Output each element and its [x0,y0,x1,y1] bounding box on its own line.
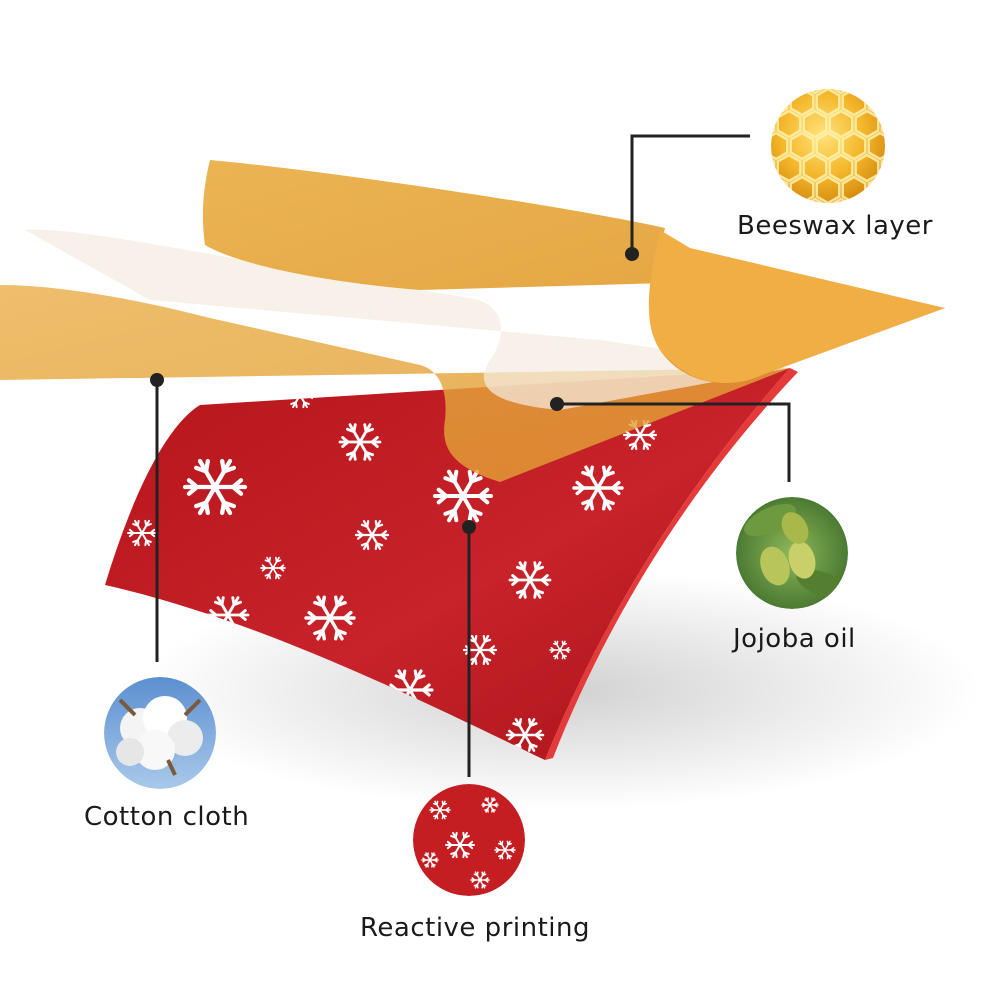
lower-wax-sheet [0,285,790,482]
dot-beeswax [625,247,639,261]
dot-jojoba [550,397,564,411]
jojoba-thumbnail [736,497,848,609]
top-wax-curl [648,230,945,384]
snowflake-icon [433,469,493,523]
snowflake-icon [508,561,552,599]
snowflake-icon [127,519,157,547]
reactive-printing-thumbnail [413,784,525,896]
callout-line-jojoba [557,402,791,482]
snowflake-icon [572,465,624,511]
snowflake-icon [462,635,498,665]
dot-cotton [150,373,164,387]
snowflake-icon [494,840,516,860]
red-fabric-sheet [105,368,798,760]
callout-lines [155,134,791,777]
cotton-thumbnail [104,677,216,789]
beeswax-thumbnail [771,89,885,203]
snowflake-icon [182,458,248,516]
jojoba-oil-sheet [25,229,790,410]
callout-dots [150,247,639,534]
snowflake-icon [421,852,439,868]
dot-printing [462,520,476,534]
snowflake-icon [354,520,390,550]
label-jojoba: Jojoba oil [733,624,856,654]
label-cotton: Cotton cloth [84,802,250,832]
snowflake-icon [445,831,475,859]
snowflake-icon [338,423,382,461]
label-printing: Reactive printing [360,913,590,943]
label-beeswax: Beeswax layer [737,211,933,241]
snowflake-icon [470,871,490,889]
snowflake-icon [549,640,571,660]
snowflake-icon [429,800,451,820]
callout-line-beeswax [630,134,750,254]
snowflake-icon [260,556,286,580]
snowflake-icon [505,718,545,752]
snowflake-icon [304,595,356,641]
snowflake-icon [481,797,499,813]
